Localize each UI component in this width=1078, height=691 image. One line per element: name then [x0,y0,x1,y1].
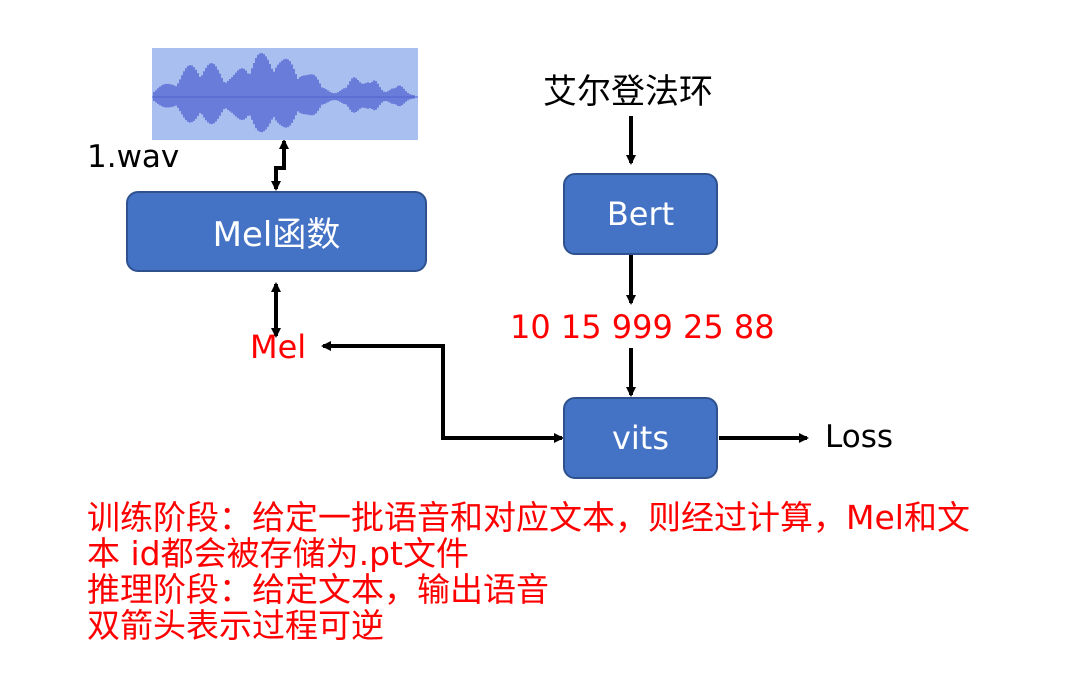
explanation-notes: 训练阶段：给定一批语音和对应文本，则经过计算，Mel和文 本 id都会被存储为.… [87,500,1077,644]
token-ids-label: 10 15 999 25 88 [510,308,775,346]
note-line: 双箭头表示过程可逆 [87,606,384,645]
mel-vits-double-arrow [321,341,564,443]
note-line: 本 id都会被存储为.pt文件 [87,534,469,573]
note-line: 推理阶段：给定文本，输出语音 [87,570,549,609]
bert-node: Bert [563,173,718,255]
note-line: 训练阶段：给定一批语音和对应文本，则经过计算，Mel和文 [87,498,970,537]
waveform-icon [152,48,418,140]
audio-file-label: 1.wav [87,139,180,175]
input-text-label: 艾尔登法环 [543,72,713,112]
loss-label: Loss [825,419,893,455]
mel-output-label: Mel [250,328,307,366]
wav-mel-double-arrow [271,139,289,191]
vits-node: vits [563,397,718,479]
mel-function-node: Mel函数 [126,191,427,272]
